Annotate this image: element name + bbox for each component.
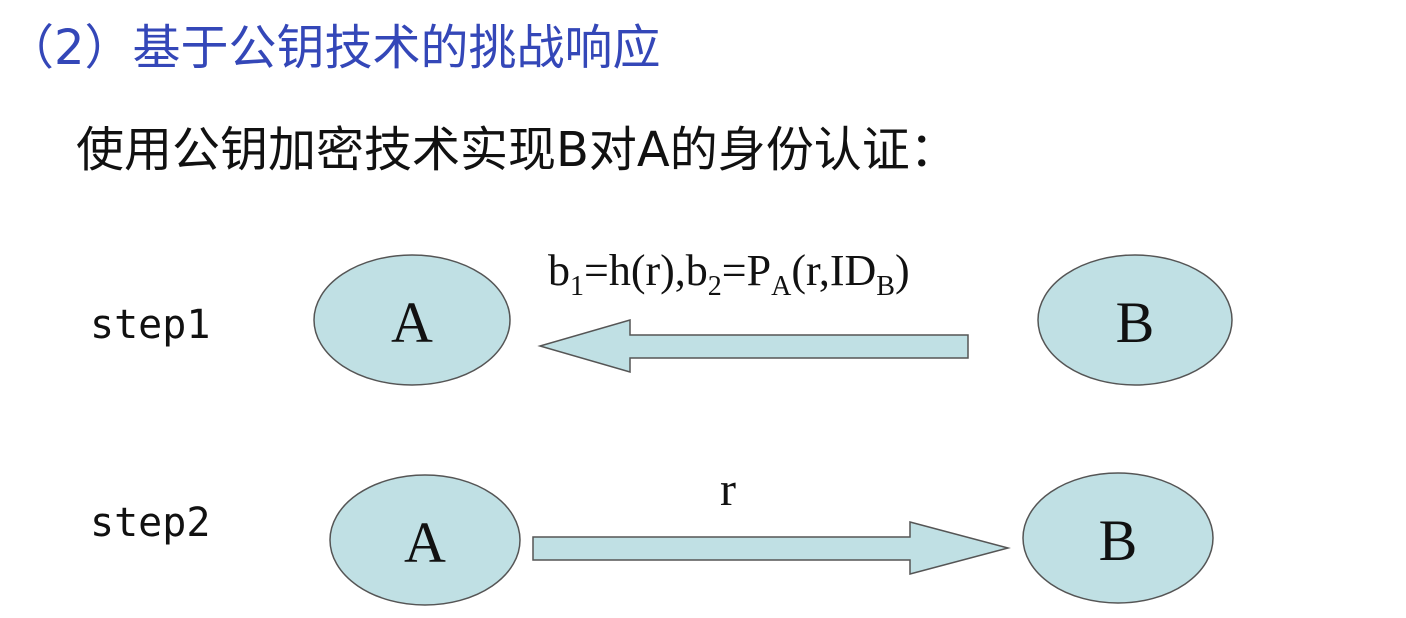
node-label: B	[1116, 290, 1155, 355]
slide-subtitle: 使用公钥加密技术实现B对A的身份认证：	[76, 122, 958, 178]
slide-title: （2）基于公钥技术的挑战响应	[6, 20, 661, 76]
step1-message: b1=h(r),b2=PA(r,IDB)	[548, 246, 910, 302]
node-label: A	[391, 290, 433, 355]
node-label: A	[404, 510, 446, 575]
node-label: B	[1099, 508, 1138, 573]
step1-node-b: B	[1037, 254, 1233, 386]
step1-node-a: A	[313, 254, 511, 386]
step1-label: step1	[90, 302, 211, 348]
step2-label: step2	[90, 500, 211, 546]
step2-node-b: B	[1022, 472, 1214, 604]
step1-arrow-left	[537, 319, 969, 373]
step2-node-a: A	[329, 474, 521, 606]
step2-message: r	[720, 463, 736, 516]
step2-arrow-right	[532, 521, 1011, 575]
